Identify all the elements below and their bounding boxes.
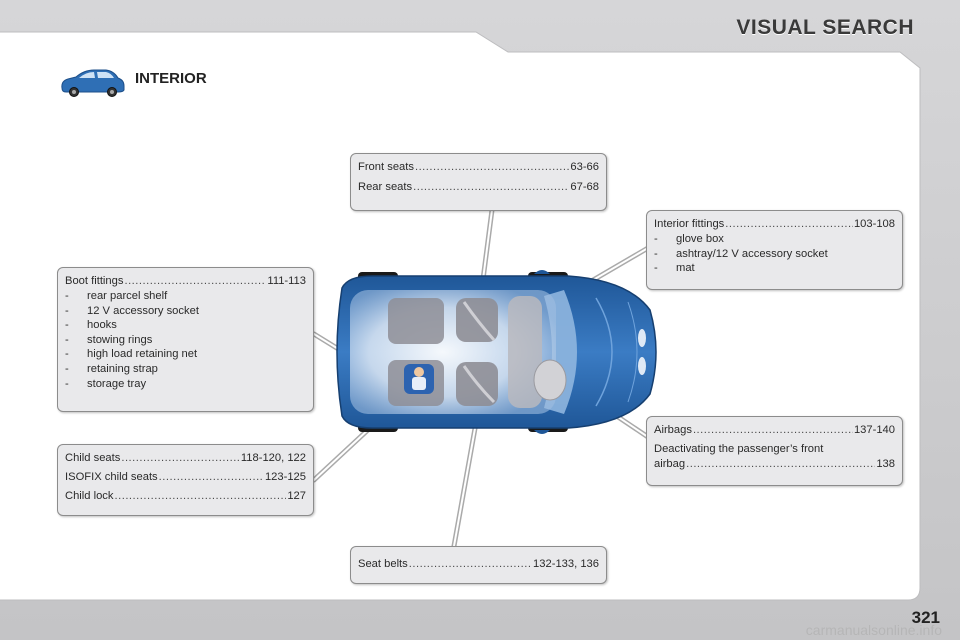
interior-fittings-entry: Interior fittings 103-108 <box>654 217 895 232</box>
passenger-airbag-deactivation-text: Deactivating the passenger’s front <box>654 443 824 455</box>
leader-dots <box>159 470 264 485</box>
child-lock-label: Child lock <box>65 490 114 502</box>
seat-belts-entry: Seat belts 132-133, 136 <box>358 557 599 572</box>
isofix-child-seats-pages: 123-125 <box>264 471 306 483</box>
front-seats-entry: Front seats 63-66 <box>358 160 599 175</box>
isofix-child-seats-entry: ISOFIX child seats 123-125 <box>65 470 306 485</box>
front-seats-label: Front seats <box>358 161 414 173</box>
list-item: -glove box <box>654 233 724 245</box>
leader-dots <box>413 180 569 195</box>
seat-belts-label: Seat belts <box>358 558 408 570</box>
leader-dots <box>409 557 532 572</box>
boot-fittings-callout-box: Boot fittings 111-113 -rear parcel shelf… <box>57 267 314 412</box>
boot-fittings-entry: Boot fittings 111-113 <box>65 274 306 289</box>
rear-seats-entry: Rear seats 67-68 <box>358 180 599 195</box>
child-seats-callout-box: Child seats 118-120, 122 ISOFIX child se… <box>57 444 314 516</box>
boot-fittings-pages: 111-113 <box>267 275 306 287</box>
interior-fittings-callout-box: Interior fittings 103-108 -glove box -as… <box>646 210 903 290</box>
child-seats-pages: 118-120, 122 <box>240 452 306 464</box>
list-item: -high load retaining net <box>65 348 198 361</box>
list-item: -hooks <box>65 319 117 332</box>
passenger-airbag-label: airbag <box>654 458 686 470</box>
leader-dots <box>693 423 853 438</box>
section-title: INTERIOR <box>135 70 207 87</box>
seats-callout-box: Front seats 63-66 Rear seats 67-68 <box>350 153 607 211</box>
passenger-airbag-deactivation-entry: airbag 138 <box>654 457 895 472</box>
car-top-view-illustration <box>336 270 657 434</box>
passenger-airbag-pages: 138 <box>876 458 895 470</box>
airbags-pages: 137-140 <box>853 424 895 436</box>
seat-belts-callout-box: Seat belts 132-133, 136 <box>350 546 607 584</box>
list-item: -storage tray <box>65 377 147 390</box>
leader-dots <box>124 274 266 289</box>
interior-fittings-label: Interior fittings <box>654 218 725 230</box>
child-lock-pages: 127 <box>287 490 306 502</box>
leader-dots <box>686 457 875 472</box>
list-item: -stowing rings <box>65 333 153 346</box>
airbags-callout-box: Airbags 137-140 Deactivating the passeng… <box>646 416 903 486</box>
list-item: -12 V accessory socket <box>65 304 199 317</box>
isofix-child-seats-label: ISOFIX child seats <box>65 471 158 483</box>
child-lock-entry: Child lock 127 <box>65 489 306 504</box>
seat-belts-pages: 132-133, 136 <box>533 558 599 570</box>
front-seats-pages: 63-66 <box>570 161 599 173</box>
airbags-label: Airbags <box>654 424 692 436</box>
leader-dots <box>115 489 287 504</box>
list-item: -retaining strap <box>65 362 158 375</box>
boot-fittings-label: Boot fittings <box>65 275 124 287</box>
leader-dots <box>121 451 240 466</box>
header-title: VISUAL SEARCH <box>736 16 914 39</box>
interior-fittings-pages: 103-108 <box>853 218 895 230</box>
leader-dots <box>415 160 569 175</box>
watermark: carmanualsonline.info <box>805 622 942 638</box>
list-item: -mat <box>654 262 695 275</box>
list-item: -ashtray/12 V accessory socket <box>654 247 828 260</box>
page-number: 321 <box>911 608 940 627</box>
rear-seats-pages: 67-68 <box>570 181 599 193</box>
leader-dots <box>725 217 853 232</box>
airbags-entry: Airbags 137-140 <box>654 423 895 438</box>
car-icon <box>61 69 125 97</box>
list-item: -rear parcel shelf <box>65 290 168 302</box>
child-seats-entry: Child seats 118-120, 122 <box>65 451 306 466</box>
child-seats-label: Child seats <box>65 452 121 464</box>
rear-seats-label: Rear seats <box>358 181 413 193</box>
